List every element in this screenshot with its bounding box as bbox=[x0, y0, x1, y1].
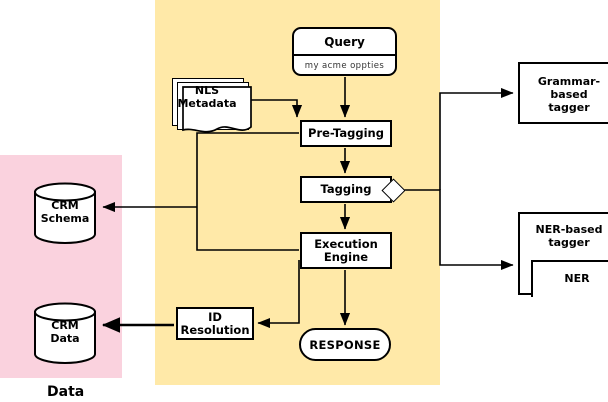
ner-tagger-label-line1: NER-based bbox=[535, 223, 603, 236]
crm-schema-label-line1: CRM bbox=[51, 199, 79, 212]
idresolution-label-line1: ID bbox=[208, 309, 222, 324]
node-label: Pre-Tagging bbox=[308, 126, 384, 141]
grammar-tagger-label-line2: tagger bbox=[548, 101, 590, 115]
node-ner-based-tagger[interactable]: NER-based tagger NER bbox=[518, 212, 608, 297]
metadata-label-line1: NLS bbox=[194, 84, 220, 97]
node-label: RESPONSE bbox=[309, 337, 381, 352]
execution-label-line1: Execution bbox=[314, 236, 378, 251]
query-example-text: my acme oppties bbox=[304, 61, 385, 71]
node-label: Tagging bbox=[320, 182, 372, 197]
node-nls-metadata[interactable]: NLS Metadata bbox=[172, 78, 254, 136]
node-query[interactable]: Query my acme oppties bbox=[292, 27, 397, 76]
crm-data-label-line2: Data bbox=[50, 331, 80, 345]
node-crm-data[interactable]: CRM Data bbox=[33, 302, 97, 365]
database-cylinder-icon bbox=[34, 182, 96, 245]
crm-data-label-line1: CRM bbox=[51, 319, 79, 332]
grammar-tagger-label-line1: Grammar-based bbox=[537, 75, 601, 102]
node-tagging[interactable]: Tagging bbox=[300, 176, 392, 203]
node-crm-schema[interactable]: CRM Schema bbox=[33, 182, 97, 245]
node-ner[interactable]: NER bbox=[531, 260, 608, 297]
ner-label: NER bbox=[564, 272, 590, 285]
idresolution-label-line2: Resolution bbox=[180, 322, 250, 337]
node-label: CRM Data bbox=[33, 319, 97, 345]
node-grammar-based-tagger[interactable]: Grammar-based tagger bbox=[518, 62, 608, 124]
node-pre-tagging[interactable]: Pre-Tagging bbox=[300, 120, 392, 147]
node-label: NLS Metadata bbox=[172, 84, 242, 110]
node-id-resolution[interactable]: ID Resolution bbox=[176, 307, 254, 340]
document-icon bbox=[182, 86, 252, 133]
metadata-label-line2: Metadata bbox=[177, 96, 237, 110]
crm-schema-label-line2: Schema bbox=[40, 211, 90, 225]
database-cylinder-icon bbox=[34, 302, 96, 365]
data-panel-caption: Data bbox=[47, 384, 85, 400]
edge-tagging-to-grammar-tagger bbox=[439, 87, 514, 190]
execution-label-line2: Engine bbox=[323, 249, 369, 264]
node-label: CRM Schema bbox=[33, 199, 97, 225]
ner-tagger-label-line2: tagger bbox=[548, 236, 590, 250]
node-execution-engine[interactable]: Execution Engine bbox=[300, 232, 392, 269]
query-title: Query bbox=[294, 29, 395, 56]
node-response[interactable]: RESPONSE bbox=[299, 328, 391, 361]
